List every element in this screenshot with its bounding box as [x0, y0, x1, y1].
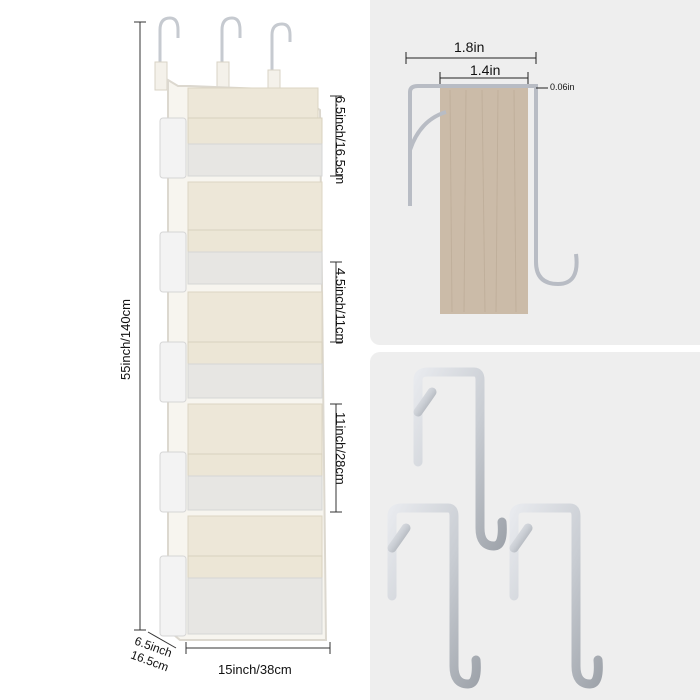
small-pocket-label: 4.5inch/11cm [333, 268, 348, 345]
large-pocket-label: 11inch/28cm [333, 412, 348, 485]
organizer-illustration [134, 16, 342, 654]
hook-1 [413, 367, 507, 551]
thickness-label: 0.06in [550, 82, 575, 92]
hook-dimensions [405, 52, 548, 89]
hook-on-door-illustration [405, 52, 579, 314]
pocket-dimensions [330, 95, 342, 513]
top-pocket-label: 6.5inch/16.5cm [333, 96, 348, 185]
height-dimension [134, 21, 146, 631]
hook-detail-panel: 1.8in 1.4in 0.06in [370, 0, 700, 345]
width-dimension [185, 642, 331, 654]
side-mesh [159, 117, 187, 637]
hook-2 [387, 503, 481, 689]
organizer-panel: 55inch/140cm 6.5inch/16.5cm 4.5inch/11cm… [118, 16, 348, 677]
hooks-set-illustration [387, 367, 603, 689]
top-hooks [158, 16, 292, 70]
height-label: 55inch/140cm [118, 299, 133, 380]
inner-width-label: 1.4in [470, 62, 501, 78]
pockets [187, 87, 323, 635]
hook-3 [509, 503, 603, 689]
width-label: 15inch/38cm [218, 662, 292, 677]
depth-dimension [147, 631, 177, 649]
outer-width-label: 1.8in [454, 39, 485, 55]
hooks-set-panel [370, 352, 700, 700]
door-hook [408, 84, 579, 287]
